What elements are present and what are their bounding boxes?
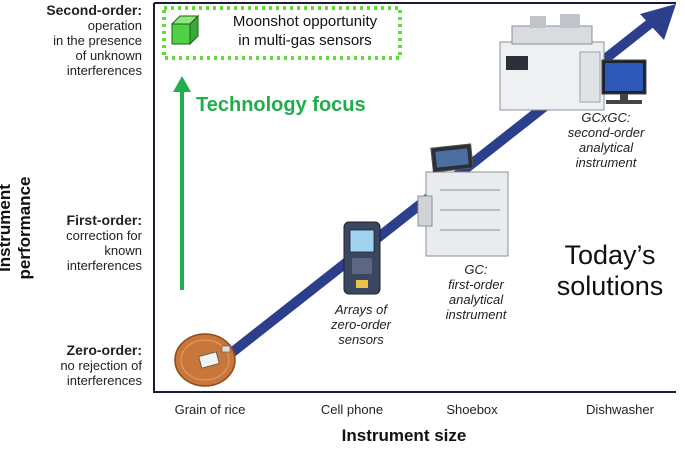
tech-focus-arrowhead [173,76,191,92]
y-level-first-order: First-order: correction for known interf… [18,212,142,274]
penny-sensor-image [174,333,236,387]
caption-gc: GC: first-order analytical instrument [445,262,507,322]
x-tick-shoebox: Shoebox [446,402,498,417]
gcxgc-instrument-image [499,14,647,111]
todays-solutions-label: Today’s solutions [556,240,664,301]
technology-focus-label: Technology focus [196,94,366,116]
y-level-title: Zero-order: [66,342,142,358]
handheld-sensor-image [343,221,381,295]
x-tick-dishwasher: Dishwasher [586,402,654,417]
axis-frame [153,3,676,393]
y-level-zero-order: Zero-order: no rejection of interference… [18,342,142,389]
x-tick-grain-of-rice: Grain of rice [174,402,246,417]
moonshot-text: Moonshot opportunity in multi-gas sensor… [232,13,378,49]
trend-arrowhead [640,4,676,40]
moonshot-box [162,6,402,60]
y-level-description: operation in the presence of unknown int… [53,18,142,78]
x-axis-label: Instrument size [341,426,467,445]
gc-instrument-image [417,143,509,257]
x-tick-cell-phone: Cell phone [320,402,384,417]
y-level-title: Second-order: [46,2,142,18]
y-level-second-order: Second-order: operation in the presence … [18,2,142,79]
y-level-description: correction for known interferences [66,228,142,273]
y-level-description: no rejection of interferences [60,358,142,388]
caption-gcxgc: GCxGC: second-order analytical instrumen… [567,110,645,170]
caption-arrays-sensors: Arrays of zero-order sensors [331,302,391,347]
y-level-title: First-order: [66,212,142,228]
cube-icon [170,14,200,46]
